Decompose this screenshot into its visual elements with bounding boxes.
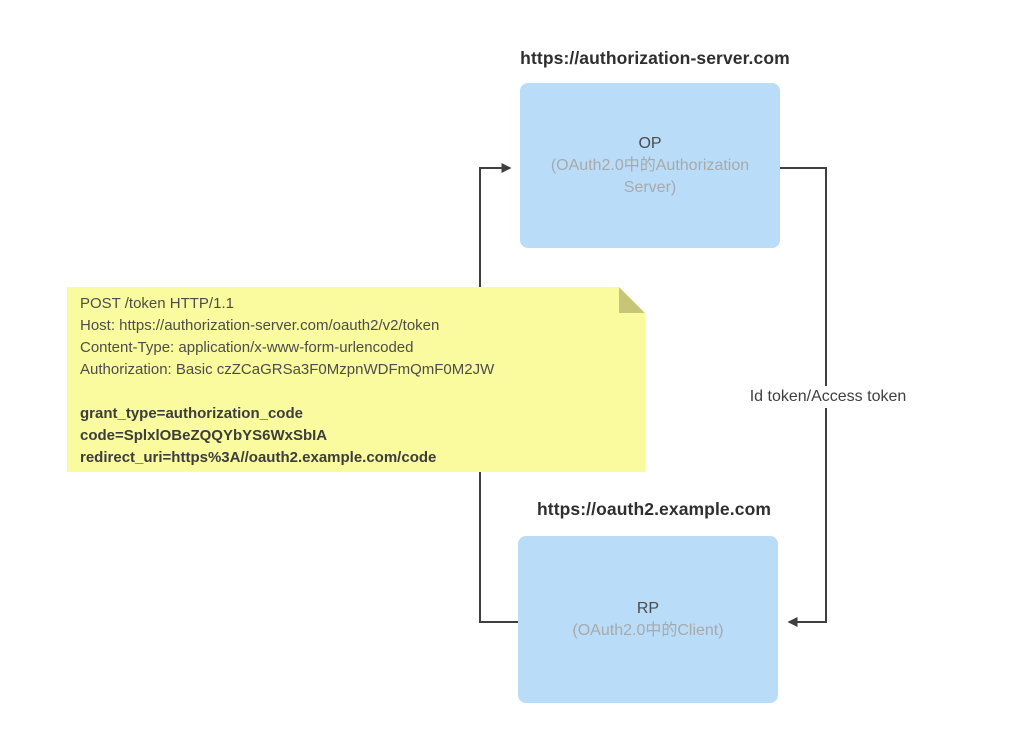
op-node-subtitle: (OAuth2.0中的Authorization Server) bbox=[550, 156, 750, 196]
note-request-line: Content-Type: application/x-www-form-url… bbox=[80, 339, 414, 356]
note-blank-line bbox=[80, 381, 633, 403]
note-request-line: Authorization: Basic czZCaGRSa3F0MzpnWDF… bbox=[80, 361, 495, 378]
note-body-line: grant_type=authorization_code bbox=[80, 405, 303, 422]
note-body-line: code=SplxlOBeZQQYbYS6WxSbIA bbox=[80, 427, 328, 444]
op-node[interactable]: OP (OAuth2.0中的Authorization Server) bbox=[520, 83, 780, 248]
edge-label-id-token-access-token: Id token/Access token bbox=[733, 386, 923, 408]
note-request-line: Host: https://authorization-server.com/o… bbox=[80, 317, 440, 334]
rp-node[interactable]: RP (OAuth2.0中的Client) bbox=[518, 536, 778, 703]
client-url-title: https://oauth2.example.com bbox=[536, 499, 772, 519]
rp-node-name: RP bbox=[636, 599, 660, 617]
note-body-line: redirect_uri=https%3A//oauth2.example.co… bbox=[80, 449, 437, 466]
rp-node-subtitle: (OAuth2.0中的Client) bbox=[572, 621, 724, 639]
note-request-line: POST /token HTTP/1.1 bbox=[80, 295, 234, 312]
op-node-name: OP bbox=[638, 134, 662, 152]
authorization-server-url-title: https://authorization-server.com bbox=[520, 48, 790, 68]
token-request-note[interactable]: POST /token HTTP/1.1 Host: https://autho… bbox=[67, 287, 645, 472]
